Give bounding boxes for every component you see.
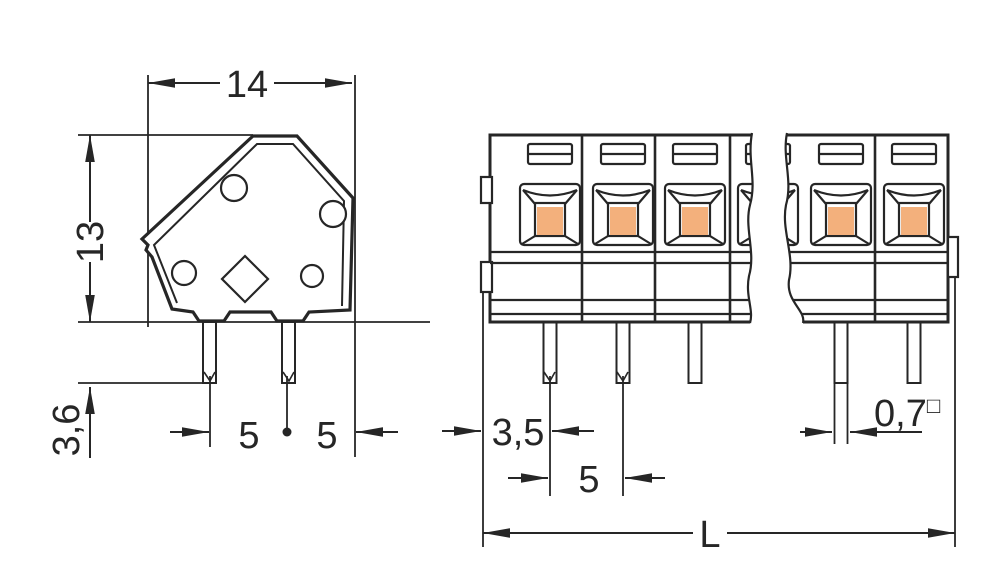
dim-height-13: 13 [70,135,112,322]
side-view: 14 13 3,6 5 5 [46,64,430,458]
dim-label-5b: 5 [316,415,337,457]
mold-diamond [220,254,270,304]
dim-label-13: 13 [70,221,112,263]
mold-hole-top [219,173,249,203]
front-view: 3,5 5 0,7□ L [442,132,958,556]
dim-label-L: L [699,514,720,556]
dim-label-3-6: 3,6 [46,404,88,457]
dim-label-pitch-5: 5 [578,459,599,501]
solder-pin-right [281,321,296,384]
front-pin-4 [833,321,849,384]
mold-hole-right [318,199,348,229]
dim-width-14: 14 [148,64,352,106]
break-edge-right [783,132,805,324]
pin-tip-chamfer [282,371,295,383]
mold-hole-bottom [299,263,325,289]
dim-pin-pitch-5: 5 [508,459,665,501]
mold-hole-left [170,259,198,287]
break-edge-left [746,132,754,324]
dim-edge-to-pin-3-5: 3,5 [442,412,594,454]
dim-pin-spacing-5-5: 5 5 [170,415,398,457]
dim-label-0-7: 0,7□ [874,393,940,435]
dim-chain-dot [282,427,292,437]
dim-pin-length-3-6: 3,6 [46,387,95,458]
dim-overall-length-L: L [483,514,955,556]
dim-label-3-5: 3,5 [492,412,545,454]
dim-label-14: 14 [226,64,268,106]
dim-pin-width-0-7: 0,7□ [800,393,940,437]
dim-label-5a: 5 [238,415,259,457]
front-pin-5 [906,321,922,384]
front-pin-3 [687,321,703,384]
